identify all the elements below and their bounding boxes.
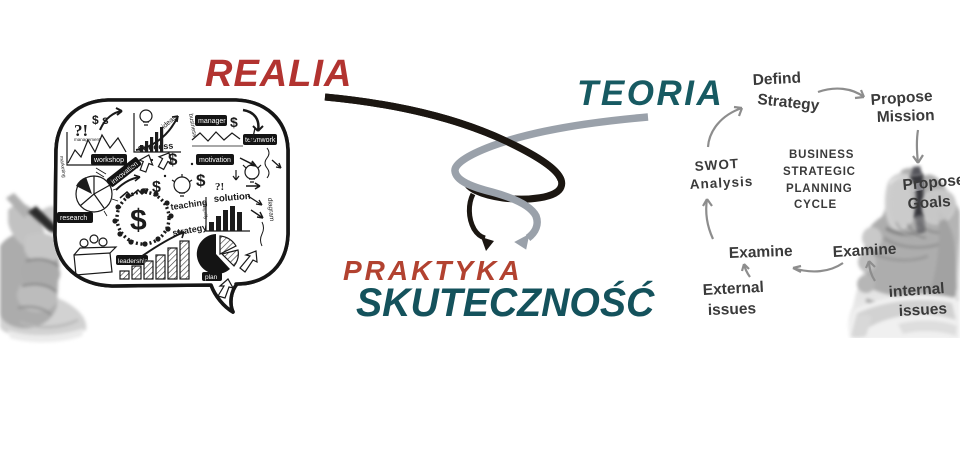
svg-text:BUSINESS: BUSINESS xyxy=(789,149,854,161)
svg-text:External: External xyxy=(702,279,764,299)
svg-text:management: management xyxy=(74,137,101,142)
svg-text:issues: issues xyxy=(898,300,947,320)
svg-text:success: success xyxy=(137,141,173,153)
svg-text:CYCLE: CYCLE xyxy=(794,199,837,211)
svg-text:teamwork: teamwork xyxy=(245,137,276,144)
svg-text:research: research xyxy=(60,215,87,222)
svg-text:Propose: Propose xyxy=(902,172,960,194)
svg-text:$: $ xyxy=(130,204,147,237)
svg-text:manager: manager xyxy=(198,118,226,125)
svg-text:Mission: Mission xyxy=(877,107,935,126)
svg-text:issues: issues xyxy=(708,300,757,319)
svg-text:internal: internal xyxy=(888,280,945,301)
svg-text:$: $ xyxy=(152,179,161,196)
svg-text:SWOT: SWOT xyxy=(694,156,739,174)
svg-text:?!: ?! xyxy=(74,121,88,140)
svg-text:diagram: diagram xyxy=(266,198,275,222)
svg-text:$ s: $ s xyxy=(92,113,109,127)
svg-text:motivation: motivation xyxy=(199,157,231,164)
svg-text:$: $ xyxy=(196,171,206,190)
svg-text:Strategy: Strategy xyxy=(757,91,821,114)
svg-text:magnify: magnify xyxy=(201,202,209,220)
svg-text:Examine: Examine xyxy=(832,241,897,261)
svg-text:?!: ?! xyxy=(215,181,224,193)
svg-text:$: $ xyxy=(230,114,238,130)
svg-text:Defind: Defind xyxy=(752,69,801,89)
svg-text:workshop: workshop xyxy=(93,157,124,164)
svg-text:Propose: Propose xyxy=(870,88,933,109)
svg-text:Goals: Goals xyxy=(907,193,951,213)
svg-text:PLANNING: PLANNING xyxy=(786,183,852,195)
svg-text:STRATEGIC: STRATEGIC xyxy=(783,166,856,178)
svg-text:leadership: leadership xyxy=(118,258,148,265)
svg-text:$: $ xyxy=(168,150,178,169)
svg-text:solution: solution xyxy=(213,191,251,205)
svg-text:business: business xyxy=(187,113,197,137)
svg-text:Analysis: Analysis xyxy=(689,174,753,192)
svg-text:Examine: Examine xyxy=(729,243,794,262)
svg-text:plan: plan xyxy=(205,274,218,281)
svg-text:marketing: marketing xyxy=(58,156,67,179)
